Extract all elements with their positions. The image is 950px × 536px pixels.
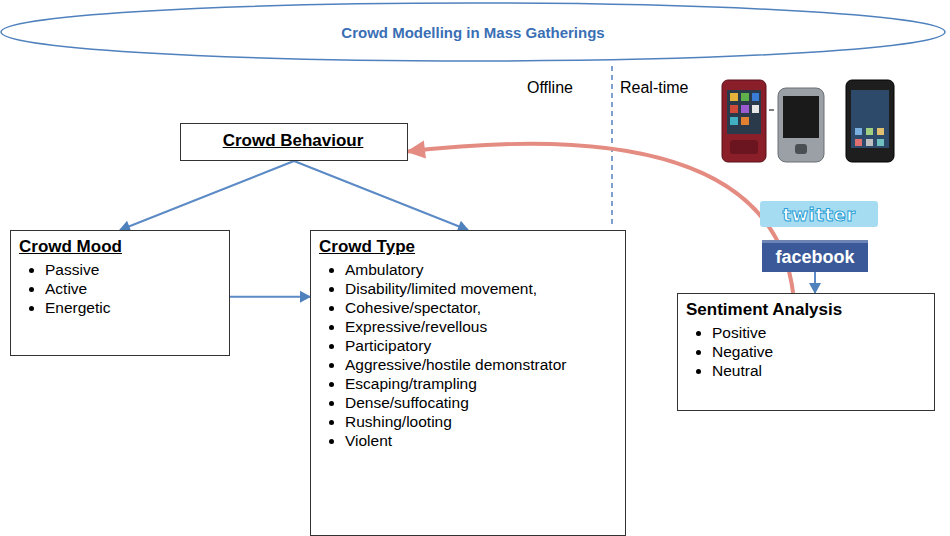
list-item: Dense/suffocating: [345, 393, 615, 412]
category-box: Crowd MoodPassiveActiveEnergetic: [10, 230, 230, 356]
dash-mark: [769, 109, 774, 111]
divider-line: [611, 66, 613, 224]
list-item: Positive: [712, 323, 924, 342]
list-item: Passive: [45, 260, 219, 279]
title-ellipse: Crowd Modelling in Mass Gatherings: [0, 2, 946, 62]
category-box: Sentiment AnalysisPositiveNegativeNeutra…: [677, 293, 935, 411]
list-item: Ambulatory: [345, 260, 615, 279]
list-item: Cohesive/spectator,: [345, 298, 615, 317]
phone-icon: [846, 80, 894, 162]
logo-text: twitter: [782, 204, 855, 225]
list-item: Expressive/revellous: [345, 317, 615, 336]
logo-text: facebook: [775, 247, 854, 268]
region-label: Offline: [527, 79, 573, 97]
box-heading: Crowd Mood: [19, 237, 219, 257]
category-box: Crowd TypeAmbulatoryDisability/limited m…: [310, 230, 626, 536]
list-item: Violent: [345, 431, 615, 450]
box-heading: Sentiment Analysis: [686, 300, 924, 320]
title-text: Crowd Modelling in Mass Gatherings: [341, 24, 604, 41]
box-heading: Crowd Behaviour: [223, 131, 364, 151]
list-item: Participatory: [345, 336, 615, 355]
flow-arrow: [120, 161, 294, 230]
region-label: Real-time: [620, 79, 688, 97]
flow-arrow: [294, 161, 468, 230]
list-item: Disability/limited movement,: [345, 279, 615, 298]
flow-arrow: [814, 272, 816, 293]
flow-arrow: [230, 296, 310, 298]
list-item: Neutral: [712, 361, 924, 380]
phone-icon: [778, 88, 824, 162]
list-item: Aggressive/hostile demonstrator: [345, 355, 615, 374]
item-list: PassiveActiveEnergetic: [19, 260, 219, 317]
process-box: Crowd Behaviour: [180, 123, 408, 161]
list-item: Energetic: [45, 298, 219, 317]
item-list: AmbulatoryDisability/limited movement,Co…: [319, 260, 615, 450]
logo-badge: facebook: [762, 240, 868, 272]
list-item: Rushing/looting: [345, 412, 615, 431]
list-item: Active: [45, 279, 219, 298]
item-list: PositiveNegativeNeutral: [686, 323, 924, 380]
logo-badge: twitter: [760, 201, 878, 227]
list-item: Escaping/trampling: [345, 374, 615, 393]
box-heading: Crowd Type: [319, 237, 615, 257]
phone-icon: [722, 80, 766, 162]
list-item: Negative: [712, 342, 924, 361]
